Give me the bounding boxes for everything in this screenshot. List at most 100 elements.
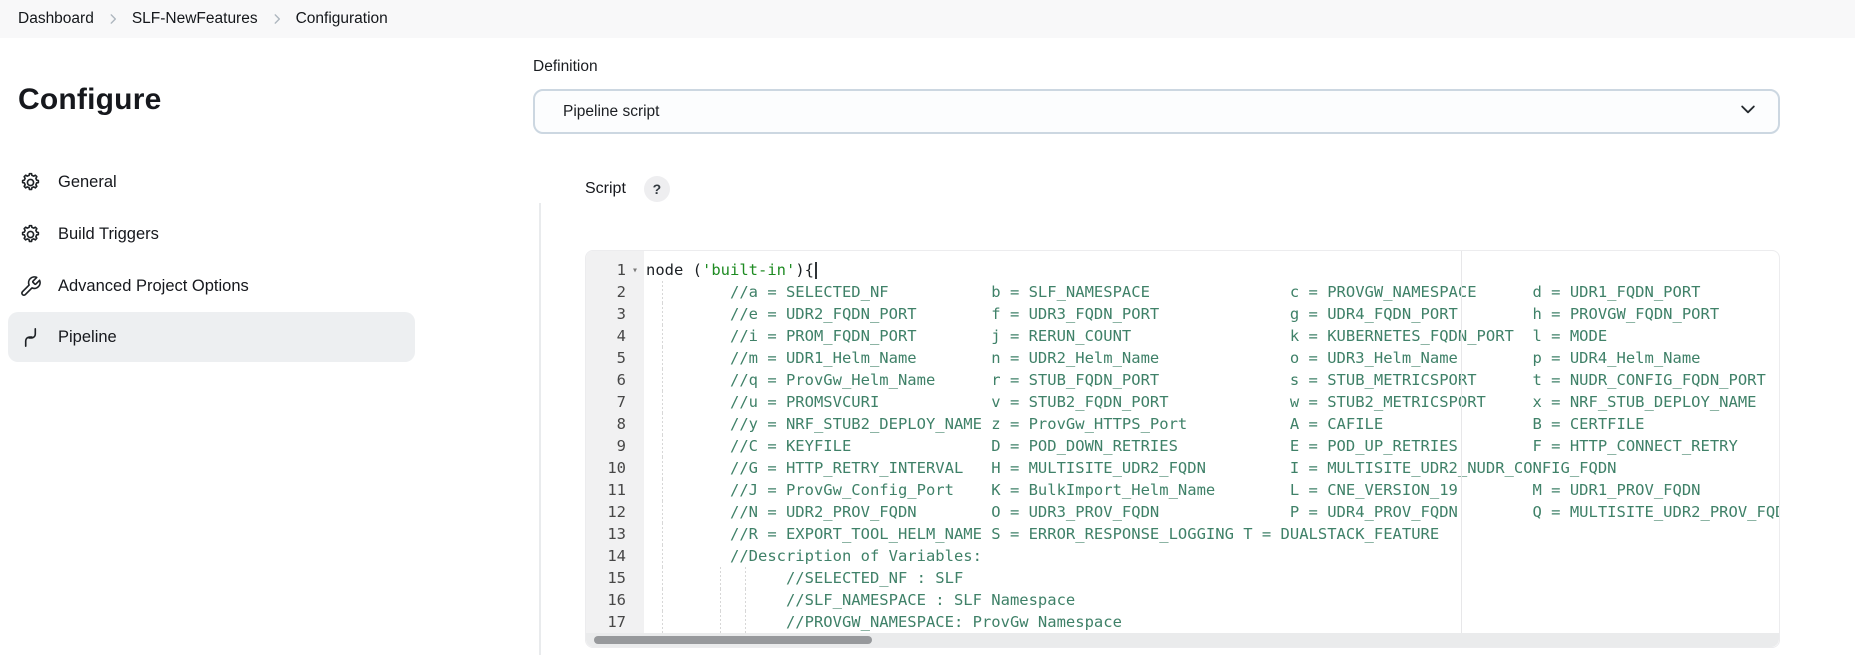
indent-guide <box>662 479 663 501</box>
indent-guide <box>662 457 663 479</box>
sidebar-item-build-triggers[interactable]: Build Triggers <box>8 216 415 252</box>
gutter-row: 6 <box>586 369 644 391</box>
code-line-12: //N = UDR2_PROV_FQDN O = UDR3_PROV_FQDN … <box>646 501 1779 523</box>
indent-guide <box>662 567 663 589</box>
definition-label: Definition <box>533 58 598 75</box>
text-cursor <box>815 262 817 279</box>
code-token-comment: //Description of Variables: <box>646 547 982 565</box>
gutter-row: 15 <box>586 567 644 589</box>
chevron-down-icon <box>1738 99 1758 124</box>
indent-guide <box>745 589 746 611</box>
line-number: 13 <box>607 525 626 543</box>
indent-guide <box>662 589 663 611</box>
code-token-comment: //y = NRF_STUB2_DEPLOY_NAME z = ProvGw_H… <box>646 415 1645 433</box>
line-number: 16 <box>607 591 626 609</box>
code-token-plain: ){ <box>795 261 814 279</box>
line-number: 4 <box>616 327 626 345</box>
code-line-3: //e = UDR2_FQDN_PORT f = UDR3_FQDN_PORT … <box>646 303 1779 325</box>
line-number: 5 <box>616 349 626 367</box>
horizontal-scrollbar[interactable] <box>586 633 1779 647</box>
code-line-15: //SELECTED_NF : SLF <box>646 567 1779 589</box>
chevron-right-icon <box>270 12 284 26</box>
gutter-row: 12 <box>586 501 644 523</box>
code-token-comment: //m = UDR1_Helm_Name n = UDR2_Helm_Name … <box>646 349 1701 367</box>
code-token-comment: //u = PROMSVCURI v = STUB2_FQDN_PORT w =… <box>646 393 1757 411</box>
code-token-comment: //R = EXPORT_TOOL_HELM_NAME S = ERROR_RE… <box>646 525 1440 543</box>
code-token-comment: //i = PROM_FQDN_PORT j = RERUN_COUNT k =… <box>646 327 1608 345</box>
line-number: 17 <box>607 613 626 631</box>
gutter-row: 2 <box>586 281 644 303</box>
indent-guide <box>662 611 663 633</box>
editor-code[interactable]: node ('built-in'){ //a = SELECTED_NF b =… <box>644 251 1779 647</box>
code-line-8: //y = NRF_STUB2_DEPLOY_NAME z = ProvGw_H… <box>646 413 1779 435</box>
gutter-row: 16 <box>586 589 644 611</box>
breadcrumb: Dashboard SLF-NewFeatures Configuration <box>0 0 1855 38</box>
wrench-icon <box>18 274 42 298</box>
line-number: 8 <box>616 415 626 433</box>
gutter-row: 4 <box>586 325 644 347</box>
breadcrumb-item-slf-newfeatures[interactable]: SLF-NewFeatures <box>131 10 258 27</box>
sidebar-item-label: Build Triggers <box>58 224 159 243</box>
indent-guide <box>662 391 663 413</box>
definition-select[interactable]: Pipeline script <box>533 89 1780 134</box>
breadcrumb-item-configuration[interactable]: Configuration <box>295 10 388 27</box>
indent-guide <box>720 567 721 589</box>
fold-triangle-down-icon[interactable]: ▾ <box>631 264 639 276</box>
code-token-comment: //SLF_NAMESPACE : SLF Namespace <box>646 591 1076 609</box>
code-token-comment: //q = ProvGw_Helm_Name r = STUB_FQDN_POR… <box>646 371 1766 389</box>
code-line-10: //G = HTTP_RETRY_INTERVAL H = MULTISITE_… <box>646 457 1779 479</box>
code-token-comment: //N = UDR2_PROV_FQDN O = UDR3_PROV_FQDN … <box>646 503 1779 521</box>
pipeline-icon <box>18 325 42 349</box>
code-line-13: //R = EXPORT_TOOL_HELM_NAME S = ERROR_RE… <box>646 523 1779 545</box>
sidebar-item-advanced-project-options[interactable]: Advanced Project Options <box>8 268 415 304</box>
indent-guide <box>662 501 663 523</box>
help-button[interactable]: ? <box>643 176 670 202</box>
code-line-9: //C = KEYFILE D = POD_DOWN_RETRIES E = P… <box>646 435 1779 457</box>
indent-guide <box>662 523 663 545</box>
gutter-row: 8 <box>586 413 644 435</box>
indent-guide <box>745 567 746 589</box>
sidebar-item-general[interactable]: General <box>8 164 415 200</box>
gutter-row: 13 <box>586 523 644 545</box>
breadcrumb-item-dashboard[interactable]: Dashboard <box>18 10 94 27</box>
code-line-14: //Description of Variables: <box>646 545 1779 567</box>
line-number: 14 <box>607 547 626 565</box>
indent-guide <box>662 369 663 391</box>
script-label: Script <box>585 180 626 197</box>
code-token-comment: //J = ProvGw_Config_Port K = BulkImport_… <box>646 481 1701 499</box>
sidebar-item-label: General <box>58 172 117 191</box>
scrollbar-thumb[interactable] <box>594 636 872 644</box>
script-header: Script ? <box>585 176 670 202</box>
code-token-comment: //G = HTTP_RETRY_INTERVAL H = MULTISITE_… <box>646 459 1617 477</box>
code-line-2: //a = SELECTED_NF b = SLF_NAMESPACE c = … <box>646 281 1779 303</box>
code-token-comment: //SELECTED_NF : SLF <box>646 569 964 587</box>
gutter-row: 1▾ <box>586 259 644 281</box>
print-margin-line <box>1461 251 1462 633</box>
indent-guide <box>720 611 721 633</box>
gutter-row: 10 <box>586 457 644 479</box>
indent-guide <box>662 347 663 369</box>
sidebar-item-pipeline[interactable]: Pipeline <box>8 312 415 362</box>
page-title: Configure <box>18 83 162 116</box>
code-line-1: node ('built-in'){ <box>646 259 1779 281</box>
indent-guide <box>662 545 663 567</box>
code-line-4: //i = PROM_FQDN_PORT j = RERUN_COUNT k =… <box>646 325 1779 347</box>
line-number: 11 <box>607 481 626 499</box>
code-token-comment: //PROVGW_NAMESPACE: ProvGw Namespace <box>646 613 1122 631</box>
code-line-5: //m = UDR1_Helm_Name n = UDR2_Helm_Name … <box>646 347 1779 369</box>
gutter-row: 5 <box>586 347 644 369</box>
indent-guide <box>662 325 663 347</box>
definition-select-value: Pipeline script <box>563 102 660 120</box>
line-number: 6 <box>616 371 626 389</box>
gutter-row: 7 <box>586 391 644 413</box>
code-token-string: 'built-in' <box>702 261 796 279</box>
chevron-right-icon <box>106 12 120 26</box>
line-number: 7 <box>616 393 626 411</box>
sidebar-item-label: Advanced Project Options <box>58 276 249 295</box>
code-line-16: //SLF_NAMESPACE : SLF Namespace <box>646 589 1779 611</box>
code-line-17: //PROVGW_NAMESPACE: ProvGw Namespace <box>646 611 1779 633</box>
